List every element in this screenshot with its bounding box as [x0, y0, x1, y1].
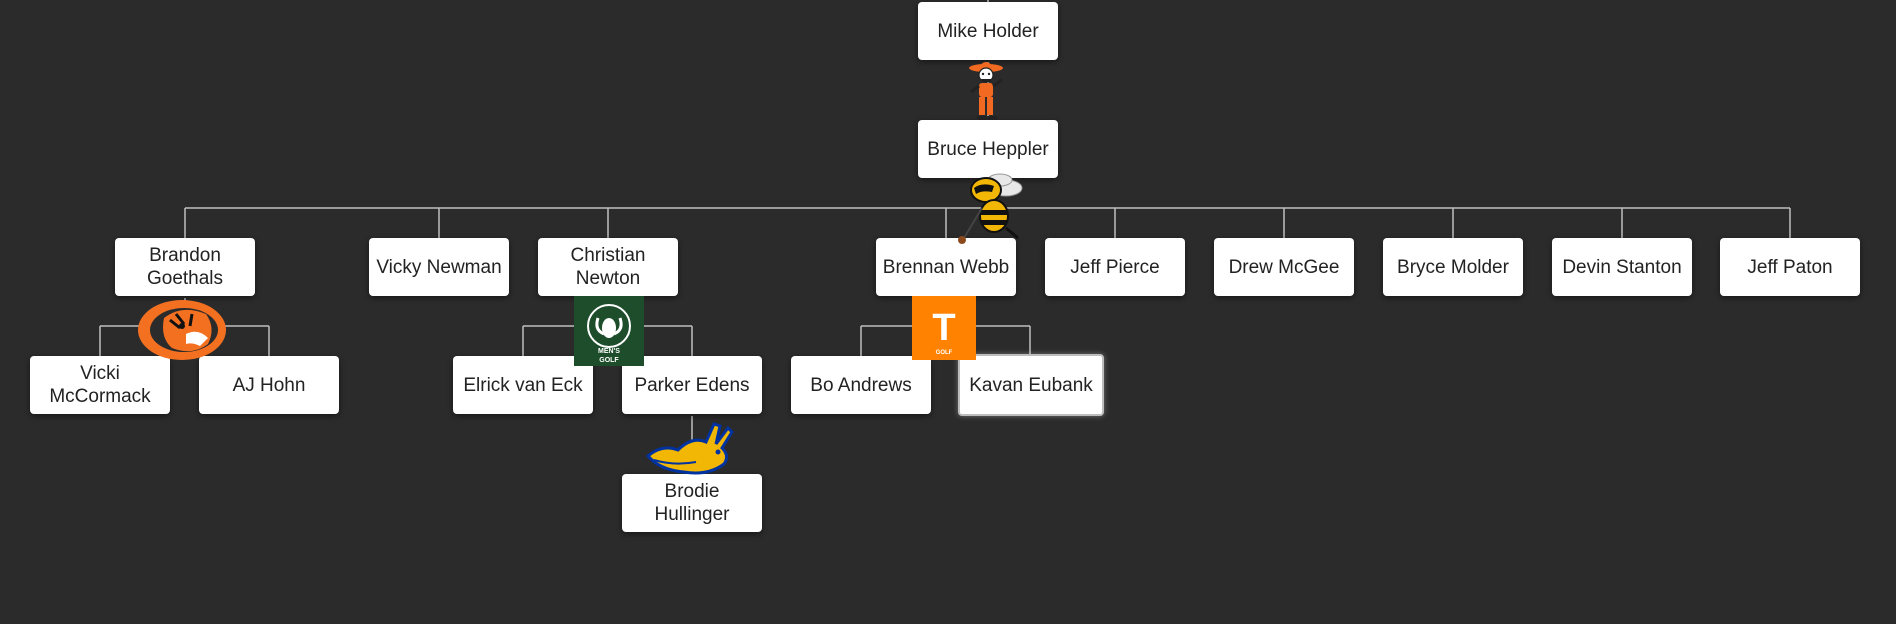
power-t-icon: T GOLF	[912, 296, 976, 360]
yellow-jacket-mascot-icon	[958, 173, 1023, 244]
tiger-head-icon	[138, 300, 226, 360]
ram-badge-icon: MEN'S GOLF	[574, 296, 644, 366]
coach-node-christian-newton[interactable]: Christian Newton	[538, 238, 678, 296]
coach-node-brandon-goethals[interactable]: Brandon Goethals	[115, 238, 255, 296]
coach-node-vicki-mccormack[interactable]: Vicki McCormack	[30, 356, 170, 414]
coach-node-mike-holder[interactable]: Mike Holder	[918, 2, 1058, 60]
coach-node-elrick-van-eck[interactable]: Elrick van Eck	[453, 356, 593, 414]
coach-node-brennan-webb[interactable]: Brennan Webb	[876, 238, 1016, 296]
coach-node-parker-edens[interactable]: Parker Edens	[622, 356, 762, 414]
coach-node-vicky-newman[interactable]: Vicky Newman	[369, 238, 509, 296]
coach-node-devin-stanton[interactable]: Devin Stanton	[1552, 238, 1692, 296]
cowboy-mascot-icon	[969, 62, 1003, 120]
coach-node-bruce-heppler[interactable]: Bruce Heppler	[918, 120, 1058, 178]
coach-node-drew-mcgee[interactable]: Drew McGee	[1214, 238, 1354, 296]
coach-node-jeff-pierce[interactable]: Jeff Pierce	[1045, 238, 1185, 296]
coach-node-jeff-paton[interactable]: Jeff Paton	[1720, 238, 1860, 296]
svg-text:T: T	[932, 307, 955, 349]
jackrabbit-icon	[645, 422, 734, 475]
coach-node-kavan-eubank[interactable]: Kavan Eubank	[958, 354, 1104, 416]
coach-node-brodie-hullinger[interactable]: Brodie Hullinger	[622, 474, 762, 532]
coach-node-bo-andrews[interactable]: Bo Andrews	[791, 356, 931, 414]
svg-text:GOLF: GOLF	[599, 357, 619, 364]
svg-text:MEN'S: MEN'S	[598, 348, 620, 355]
coach-node-bryce-molder[interactable]: Bryce Molder	[1383, 238, 1523, 296]
coach-node-aj-hohn[interactable]: AJ Hohn	[199, 356, 339, 414]
svg-text:GOLF: GOLF	[936, 350, 953, 356]
